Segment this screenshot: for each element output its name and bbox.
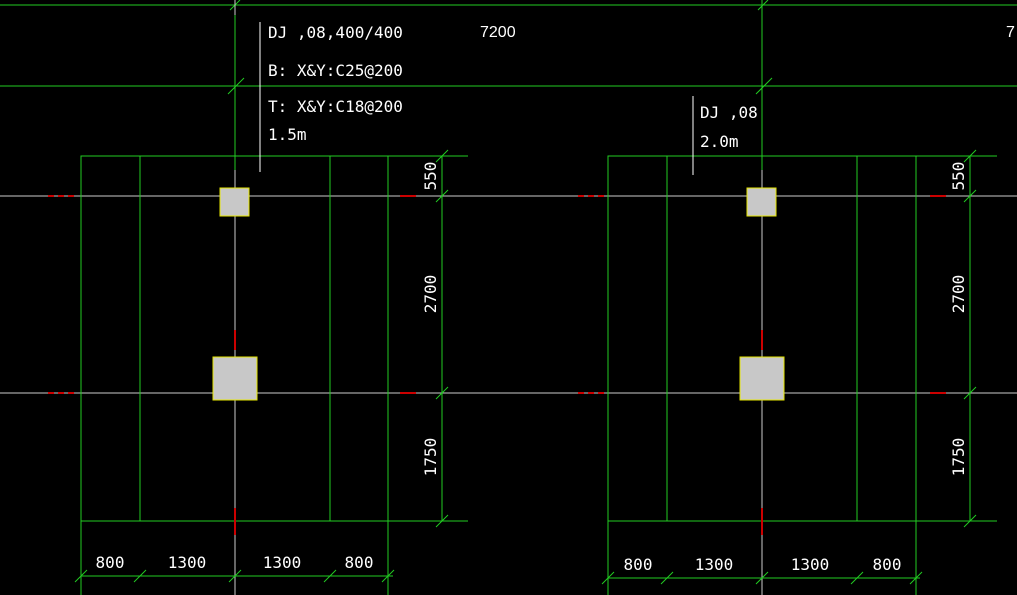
dimension-tick [228, 569, 242, 583]
dimension-label-1750: 1750 [421, 438, 440, 477]
dimension-label-1300: 1300 [263, 553, 302, 572]
footing-annotation-depth: 1.5m [268, 125, 307, 144]
dimension-label-800: 800 [624, 555, 653, 574]
dimension-label-800: 800 [873, 555, 902, 574]
dimension-tick [133, 569, 147, 583]
column-small[interactable] [219, 187, 250, 217]
dimension-tick [74, 569, 88, 583]
footing-annotation-bottom-rebar: B: X&Y:C25@200 [268, 61, 403, 80]
dimension-tick [909, 571, 923, 585]
column-large[interactable] [739, 356, 785, 401]
footing-annotation-name: DJ ,08 [700, 103, 758, 122]
dimension-tick [435, 149, 449, 163]
dimension-label-800: 800 [345, 553, 374, 572]
dimension-tick [963, 189, 977, 203]
footing-annotation-top-rebar: T: X&Y:C18@200 [268, 97, 403, 116]
dimension-label-1300: 1300 [791, 555, 830, 574]
footing-annotation-name: DJ ,08,400/400 [268, 23, 403, 42]
top-dimension-cut-label: 7 [1006, 24, 1015, 41]
dimension-label-550: 550 [949, 162, 968, 191]
dimension-tick [660, 571, 674, 585]
dimension-tick [601, 571, 615, 585]
dimension-label-1300: 1300 [168, 553, 207, 572]
dimension-label-800: 800 [96, 553, 125, 572]
grid-tick [227, 77, 245, 95]
dimension-label-1750: 1750 [949, 438, 968, 477]
dimension-tick [963, 514, 977, 528]
dimension-tick [323, 569, 337, 583]
dimension-label-1300: 1300 [695, 555, 734, 574]
dimension-tick [850, 571, 864, 585]
top-dimension-tick [757, 0, 769, 11]
right-footing[interactable]: DJ ,08 2.0m 550 2700 1750 800 1300 1300 … [578, 0, 997, 595]
grid-tick [755, 77, 773, 95]
dimension-tick [963, 149, 977, 163]
dimension-label-2700: 2700 [421, 275, 440, 314]
column-large[interactable] [212, 356, 258, 401]
dimension-tick [435, 189, 449, 203]
top-dimension-label: 7200 [480, 24, 516, 41]
dimension-label-2700: 2700 [949, 275, 968, 314]
column-small[interactable] [746, 187, 777, 217]
dimension-tick [755, 571, 769, 585]
dimension-tick [435, 386, 449, 400]
left-footing[interactable]: DJ ,08,400/400 B: X&Y:C25@200 T: X&Y:C18… [48, 0, 468, 595]
footing-annotation-depth: 2.0m [700, 132, 739, 151]
dimension-label-550: 550 [421, 162, 440, 191]
top-dimension: 7200 7 [0, 0, 1017, 95]
dimension-tick [381, 569, 395, 583]
dimension-tick [435, 514, 449, 528]
dimension-tick [963, 386, 977, 400]
